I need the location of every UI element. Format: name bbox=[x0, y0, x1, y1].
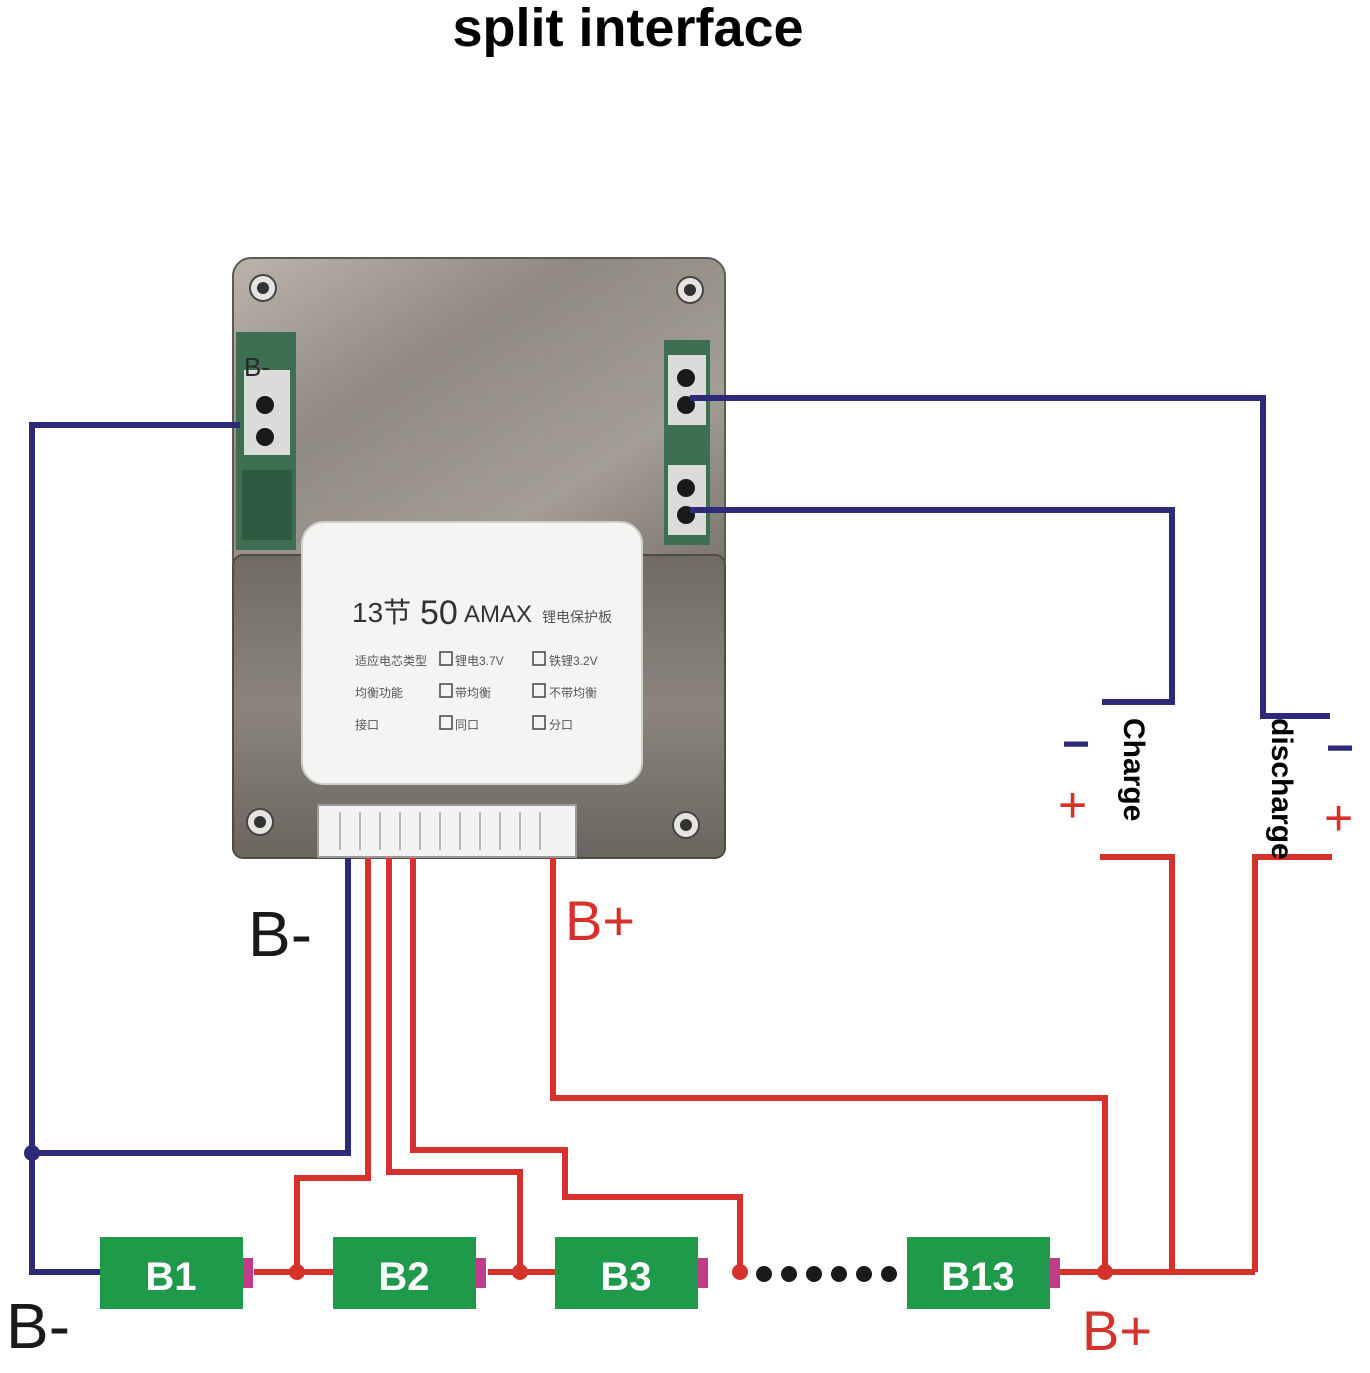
label-bminus-connector: B- bbox=[248, 898, 312, 970]
cell-terminal bbox=[243, 1258, 253, 1288]
wire-charge-plus bbox=[1100, 854, 1175, 1272]
pcb-right-pad-area-2 bbox=[668, 465, 706, 535]
wire-connector-bplus bbox=[550, 858, 1108, 1272]
pad-hole-1 bbox=[256, 396, 274, 414]
checkbox-icon bbox=[532, 683, 546, 698]
wire-balance-1 bbox=[294, 858, 371, 1272]
wire-discharge-minus bbox=[690, 395, 1330, 719]
wire-balance-3 bbox=[410, 858, 743, 1272]
wire-discharge-plus bbox=[1252, 854, 1332, 1272]
balance-connector bbox=[317, 804, 577, 858]
checkbox-icon bbox=[532, 715, 546, 730]
cell-b1: B1 bbox=[100, 1237, 253, 1309]
sticker-row1-opt2: 铁锂3.2V bbox=[549, 653, 598, 668]
cell-terminal bbox=[1050, 1258, 1060, 1288]
cell-label: B3 bbox=[600, 1255, 651, 1299]
pcb-left-components bbox=[242, 470, 292, 540]
ellipsis-dots bbox=[756, 1266, 897, 1282]
board-sticker bbox=[301, 521, 643, 785]
discharge-minus-sign: − bbox=[1326, 722, 1354, 775]
pad-hole-2 bbox=[256, 428, 274, 446]
charge-minus-sign: − bbox=[1062, 718, 1090, 771]
cell-label: B13 bbox=[941, 1255, 1014, 1299]
pad-hole-3 bbox=[677, 369, 695, 387]
junction-dot bbox=[24, 1145, 40, 1161]
cell-label: B2 bbox=[378, 1255, 429, 1299]
charge-plus-sign: + bbox=[1058, 777, 1087, 833]
checkbox-icon bbox=[532, 651, 546, 666]
sticker-row2-label: 均衡功能 bbox=[355, 686, 403, 700]
discharge-label: discharge bbox=[1265, 718, 1298, 860]
cell-label: B1 bbox=[145, 1255, 196, 1299]
battery-cells: B1 B2 B3 B13 bbox=[100, 1237, 1060, 1309]
cell-terminal bbox=[476, 1258, 486, 1288]
charge-label: Charge bbox=[1117, 718, 1150, 821]
wire-board-bminus-to-left-rail bbox=[29, 422, 240, 1275]
bms-board: B- 13节 bbox=[232, 257, 726, 859]
mounting-screw-icons bbox=[246, 274, 704, 839]
label-bplus-connector: B+ bbox=[565, 889, 635, 952]
sticker-name: 锂电保护板 bbox=[542, 609, 612, 625]
label-bminus-bottom: B- bbox=[6, 1290, 70, 1362]
pcb-right-pad-area-1 bbox=[668, 355, 706, 425]
diagram-title: split interface bbox=[452, 0, 804, 58]
sticker-amax: AMAX bbox=[464, 601, 532, 628]
connector-pins bbox=[339, 812, 541, 850]
checkbox-icon bbox=[439, 715, 453, 730]
sticker-current: 50 bbox=[420, 594, 458, 632]
pad-hole-5 bbox=[677, 479, 695, 497]
wire-charge-minus bbox=[690, 507, 1175, 705]
sticker-series: 13节 bbox=[352, 597, 411, 628]
checkbox-icon bbox=[439, 651, 453, 666]
sticker-row2-opt1: 带均衡 bbox=[455, 686, 491, 700]
red-junction-dots bbox=[289, 1264, 1113, 1280]
red-wires bbox=[254, 854, 1332, 1275]
sticker-row3-label: 接口 bbox=[355, 717, 379, 732]
cell-b3: B3 bbox=[555, 1237, 708, 1309]
sticker-row2-opt2: 不带均衡 bbox=[549, 686, 597, 700]
wire-balance-2 bbox=[386, 858, 523, 1272]
sticker-row1-label: 适应电芯类型 bbox=[355, 653, 427, 668]
discharge-port: − + discharge bbox=[1265, 718, 1354, 860]
wire-connector-bminus bbox=[32, 858, 351, 1156]
charge-port: − + Charge bbox=[1058, 699, 1172, 833]
checkbox-icon bbox=[439, 683, 453, 698]
cell-b13: B13 bbox=[907, 1237, 1060, 1309]
discharge-plus-sign: + bbox=[1324, 790, 1353, 846]
sticker-row3-opt1: 同口 bbox=[455, 718, 479, 732]
cell-b2: B2 bbox=[333, 1237, 486, 1309]
pad-label-bminus: B- bbox=[244, 352, 270, 382]
sticker-row3-opt2: 分口 bbox=[549, 718, 573, 732]
label-bplus-bottom: B+ bbox=[1082, 1299, 1152, 1362]
cell-terminal bbox=[698, 1258, 708, 1288]
sticker-row1-opt1: 锂电3.7V bbox=[455, 653, 504, 668]
